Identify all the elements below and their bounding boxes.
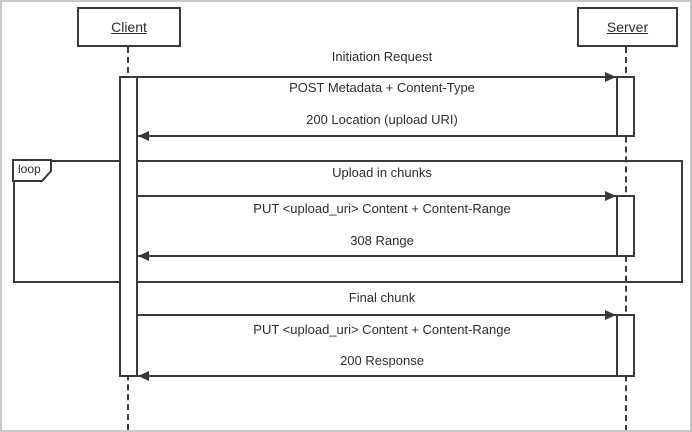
request-arrowhead-icon	[605, 310, 616, 320]
request-message-label: PUT <upload_uri> Content + Content-Range	[253, 322, 511, 337]
response-message-label: 200 Response	[340, 353, 424, 368]
response-message-label: 200 Location (upload URI)	[306, 112, 458, 127]
loop-label: loop	[18, 162, 41, 176]
response-arrow-line	[138, 135, 616, 137]
actor-client-box: Client	[77, 7, 181, 47]
response-arrowhead-icon	[138, 371, 149, 381]
response-arrowhead-icon	[138, 131, 149, 141]
request-arrow-line	[138, 76, 616, 78]
response-arrowhead-icon	[138, 251, 149, 261]
request-message-label: POST Metadata + Content-Type	[289, 80, 475, 95]
actor-server-box: Server	[577, 7, 678, 47]
request-arrowhead-icon	[605, 191, 616, 201]
server-activation-bar-1	[616, 76, 635, 137]
response-arrow-line	[138, 255, 616, 257]
section-label: Final chunk	[348, 290, 416, 305]
loop-frame	[13, 160, 683, 283]
request-message-label: PUT <upload_uri> Content + Content-Range	[253, 201, 511, 216]
response-arrow-line	[138, 375, 616, 377]
request-arrow-line	[138, 314, 616, 316]
loop-pentagon	[12, 159, 52, 182]
client-activation-bar	[119, 76, 138, 377]
section-label: Initiation Request	[331, 49, 433, 64]
request-arrowhead-icon	[605, 72, 616, 82]
section-label: Upload in chunks	[332, 165, 432, 180]
server-activation-bar-3	[616, 314, 635, 377]
response-message-label: 308 Range	[350, 233, 414, 248]
request-arrow-line	[138, 195, 616, 197]
server-activation-bar-2	[616, 195, 635, 257]
